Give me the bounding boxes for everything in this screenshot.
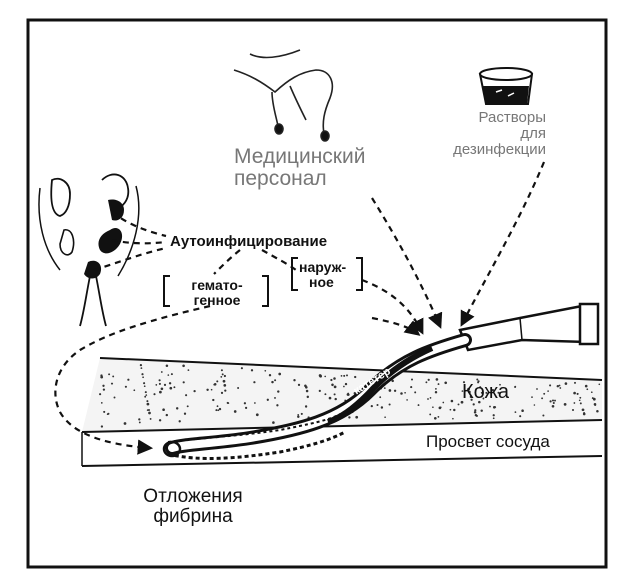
autoinfection-label: Аутоинфицирование	[170, 234, 327, 250]
solutions-route-arrow	[462, 162, 544, 324]
link-external	[262, 250, 296, 270]
hand-icon	[234, 50, 332, 141]
medical-staff-label: Медицинский персонал	[234, 146, 365, 190]
link-hematogenous	[214, 250, 240, 274]
solutions-label: Растворы для дезинфекции	[428, 110, 546, 157]
beaker-icon	[480, 68, 532, 104]
skin-label: Кожа	[462, 382, 509, 403]
external-route-arrow-2	[372, 318, 418, 334]
fibrin-label: Отложения фибрина	[128, 487, 258, 527]
external-route-arrow	[362, 280, 422, 332]
hematogenous-label: гемато- генное	[175, 278, 259, 307]
external-label: наруж- ное	[299, 260, 346, 289]
staff-route-arrow	[372, 198, 440, 326]
catheter-hub-icon	[460, 304, 598, 350]
vessel-lumen-label: Просвет сосуда	[426, 433, 550, 451]
human-body-icon	[39, 174, 139, 326]
